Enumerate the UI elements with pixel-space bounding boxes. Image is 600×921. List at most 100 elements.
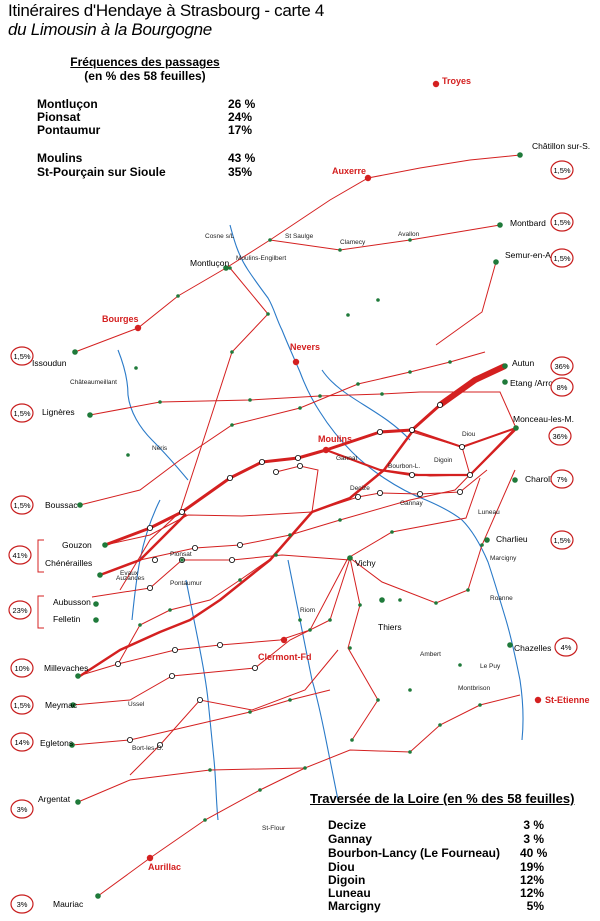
place-dot xyxy=(258,788,262,792)
waypoint-node xyxy=(466,471,473,478)
waypoint-node xyxy=(456,488,463,495)
town-dot xyxy=(102,542,108,548)
minor-place-label: Gannay xyxy=(400,500,424,507)
route-line xyxy=(275,465,319,513)
badge-label: 4% xyxy=(561,643,572,652)
town-label: Argentat xyxy=(38,794,71,804)
minor-place-label: Pontaumur xyxy=(170,580,203,587)
place-dot xyxy=(318,394,322,398)
map-subtitle: du Limousin à la Bourgogne xyxy=(8,20,212,39)
place-dot xyxy=(408,688,412,692)
percent-badge xyxy=(8,600,32,620)
freq-place: St-Pourçain sur Sioule xyxy=(37,165,166,179)
waypoint-node xyxy=(127,737,134,744)
freq-place: Pontaumur xyxy=(37,123,101,137)
map-title: Itinéraires d'Hendaye à Strasbourg - car… xyxy=(8,1,325,20)
major-town-label: St-Etienne xyxy=(545,695,590,705)
loire-value: 3 % xyxy=(523,832,544,846)
major-town-dot xyxy=(292,358,300,366)
route-line xyxy=(91,554,351,598)
badge-label: 41% xyxy=(12,551,27,560)
badge-label: 1,5% xyxy=(553,166,570,175)
place-dot xyxy=(126,453,130,457)
place-dot xyxy=(303,766,307,770)
minor-place-label: Cosne s/L xyxy=(205,233,235,240)
place-dot xyxy=(208,768,212,772)
town-label: Monceau-les-M. xyxy=(513,414,574,424)
loire-value: 19% xyxy=(520,860,545,874)
waypoint-node xyxy=(156,742,163,749)
place-dot xyxy=(298,618,302,622)
town-dot xyxy=(72,349,78,355)
freq-value: 24% xyxy=(228,110,253,124)
route-line xyxy=(119,511,181,591)
badge-label: 1,5% xyxy=(13,409,30,418)
place-dot xyxy=(466,588,470,592)
loire-place: Digoin xyxy=(328,873,366,887)
major-town-dot xyxy=(322,446,330,454)
routes xyxy=(71,154,521,897)
town-label: Chénérailles xyxy=(45,558,92,568)
minor-place-label: Luneau xyxy=(478,509,500,516)
town-label: Montbard xyxy=(510,218,546,228)
waypoint-node xyxy=(272,468,279,475)
town-label: Charlieu xyxy=(496,534,528,544)
waypoint-node xyxy=(178,508,185,515)
route-line xyxy=(117,554,277,665)
river-line xyxy=(185,579,219,821)
waypoint-node xyxy=(408,471,415,478)
town-label: Autun xyxy=(512,358,534,368)
loire-place: Bourbon-Lancy (Le Fourneau) xyxy=(328,846,500,860)
place-dot xyxy=(356,382,360,386)
place-dot xyxy=(134,366,138,370)
town-label: Issoudun xyxy=(32,358,67,368)
town-dot xyxy=(502,363,508,369)
route-line xyxy=(74,154,521,353)
town-label: Millevaches xyxy=(44,663,88,673)
place-dot xyxy=(180,558,184,562)
loire-value: 3 % xyxy=(523,818,544,832)
badge-label: 1,5% xyxy=(553,536,570,545)
badge-label: 36% xyxy=(552,432,567,441)
major-town-dot xyxy=(432,80,440,88)
waypoint-node xyxy=(416,490,423,497)
freq-value: 35% xyxy=(228,165,253,179)
waypoint-node xyxy=(168,673,175,680)
waypoint-node xyxy=(236,542,243,549)
minor-place-label: Diou xyxy=(462,431,476,438)
badge-label: 1,5% xyxy=(553,218,570,227)
town-dot xyxy=(347,555,353,561)
town-dot xyxy=(513,425,519,431)
major-town-dot xyxy=(134,324,142,332)
place-dot xyxy=(228,266,232,270)
waypoint-node xyxy=(216,642,223,649)
major-town-dot xyxy=(280,636,288,644)
percent-badge xyxy=(550,356,574,376)
major-town-label: Bourges xyxy=(102,314,139,324)
town-label: Mauriac xyxy=(53,899,84,909)
badge-label: 1,5% xyxy=(553,254,570,263)
place-dot xyxy=(338,518,342,522)
percent-badge xyxy=(10,732,34,752)
place-dot xyxy=(408,750,412,754)
town-dot xyxy=(379,597,385,603)
town-dot xyxy=(87,412,93,418)
place-dot xyxy=(288,698,292,702)
percent-badge xyxy=(10,894,34,914)
main-route-line xyxy=(325,429,516,477)
badge-label: 1,5% xyxy=(13,501,30,510)
minor-place-label: Montbrison xyxy=(458,685,491,692)
badge-label: 7% xyxy=(557,475,568,484)
town-dot xyxy=(502,379,508,385)
river-line xyxy=(117,349,189,481)
loire-value: 12% xyxy=(520,873,545,887)
percent-badge xyxy=(550,212,574,232)
place-dot xyxy=(408,238,412,242)
river-line xyxy=(321,369,411,441)
place-dot xyxy=(288,533,292,537)
major-town-dot xyxy=(146,854,154,862)
waypoint-node xyxy=(191,545,198,552)
route-line xyxy=(97,767,306,897)
minor-place-label: Gannat xyxy=(336,455,358,462)
